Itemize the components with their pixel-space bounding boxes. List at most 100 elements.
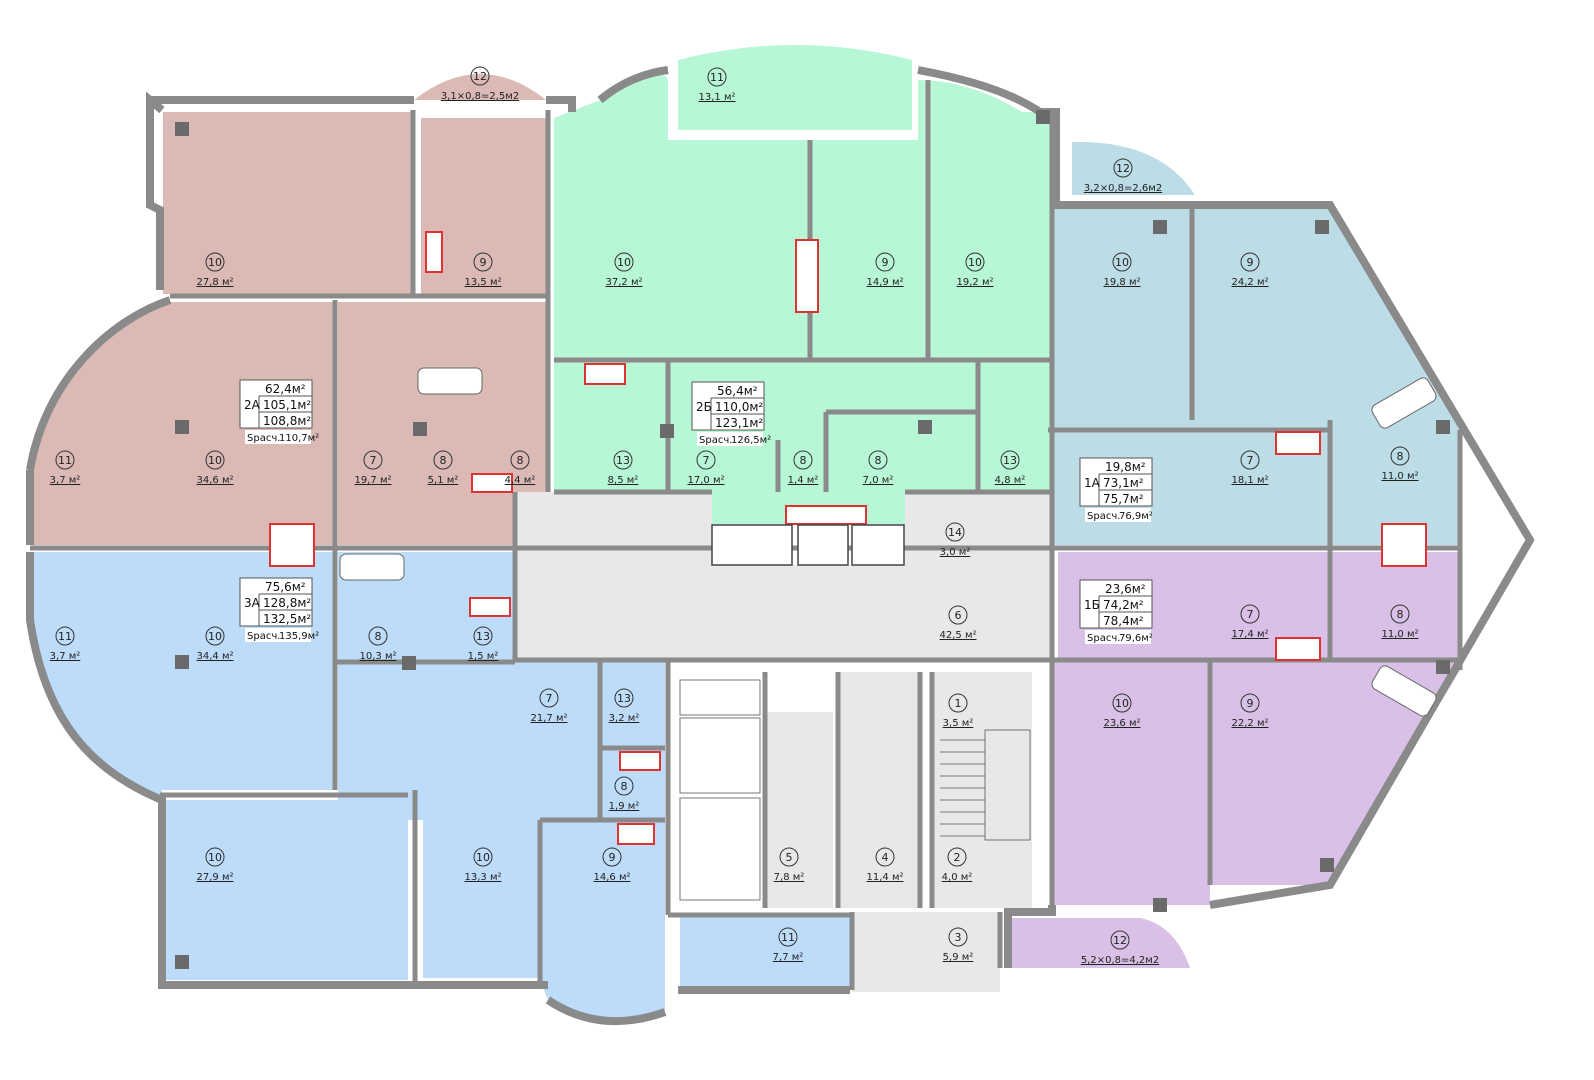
column-6 <box>1153 220 1167 234</box>
room-number: 8 <box>1397 608 1404 621</box>
room-number-circle <box>473 847 493 867</box>
room-number: 10 <box>208 256 222 269</box>
room-label-r2a-9: 913,5 м² <box>465 252 502 288</box>
room-number-circle <box>1240 252 1260 272</box>
apartment-calc-area: 110,7м² <box>279 433 319 444</box>
vent-shaft-11 <box>619 751 661 771</box>
vent-shaft-2 <box>795 239 819 313</box>
vent-shaft-3 <box>584 363 626 385</box>
room-label-c-2: 24,0 м² <box>942 847 973 883</box>
vent-shaft-4 <box>269 523 315 567</box>
room-number-circle <box>875 252 895 272</box>
apartment-living-area: 75,6м² <box>265 580 306 594</box>
room-number-circle <box>433 450 453 470</box>
column-5 <box>175 955 189 969</box>
apartment-calc-area: 126,5м² <box>731 435 771 446</box>
room-area: 4,0 м² <box>942 872 973 883</box>
room-area: 17,0 м² <box>688 475 725 486</box>
apartment-living-area: 19,8м² <box>1105 460 1146 474</box>
fill-room5 <box>765 712 833 908</box>
room-number-circle <box>602 847 622 867</box>
apartment-name: 3А <box>244 596 261 610</box>
room-number-circle <box>1112 252 1132 272</box>
fill-corridor <box>515 492 1052 660</box>
room-label-r2a-10a: 10 27,8 м² <box>197 252 234 288</box>
room-number-circle <box>473 626 493 646</box>
room-number-circle <box>1390 446 1410 466</box>
apartment-total-area: 74,2м² <box>1103 598 1144 612</box>
room-label-r2a-8a: 85,1 м² <box>428 450 458 486</box>
room-area: 1,4 м² <box>788 475 819 486</box>
room-number-circle <box>614 688 634 708</box>
room-number-circle <box>473 252 493 272</box>
apartment-box-frame <box>239 379 313 429</box>
room-number: 11 <box>58 454 72 467</box>
apartment-name: 2А <box>244 398 261 412</box>
room-number-circle <box>793 450 813 470</box>
room-label-c-5: 5 7,8 м² <box>774 847 805 883</box>
room-label-r2b-9: 914,9 м² <box>867 252 904 288</box>
room-number: 8 <box>517 454 524 467</box>
room-number-circle <box>875 847 895 867</box>
room-area: 5,9 м² <box>943 952 974 963</box>
room-number: 5 <box>786 851 793 864</box>
apartment-full-area: 123,1м² <box>715 416 763 430</box>
apartment-calc-label: Sрасч. <box>1087 633 1120 644</box>
room-number-circle <box>1240 693 1260 713</box>
room-area: 3,2×0,8=2,6м2 <box>1084 183 1162 194</box>
room-number-circle <box>205 847 225 867</box>
apartment-calc-area: 76,9м² <box>1119 511 1153 522</box>
fill-3a-room11 <box>680 915 850 990</box>
room-label-r1b-9: 922,2 м² <box>1232 693 1269 729</box>
room-label-r1a-8: 811,0 м² <box>1382 446 1419 482</box>
fill-2a-balcony <box>414 74 546 100</box>
room-number: 10 <box>1115 256 1129 269</box>
room-number: 7 <box>1247 608 1254 621</box>
room-label-r2a-7: 719,7 м² <box>355 450 392 486</box>
room-label-r2a-11: 113,7 м² <box>50 450 80 486</box>
room-area: 27,8 м² <box>197 277 234 288</box>
room-area: 19,2 м² <box>957 277 994 288</box>
room-number: 10 <box>617 256 631 269</box>
fixtures <box>175 110 1450 969</box>
apartment-full-area: 108,8м² <box>263 414 311 428</box>
room-number-circle <box>1240 450 1260 470</box>
room-label-r2b-8b: 8 7,0 м² <box>863 450 894 486</box>
room-number: 7 <box>370 454 377 467</box>
room-number-circle <box>55 450 75 470</box>
lift-shaft-1 <box>711 524 793 566</box>
apartment-name: 2Б <box>696 400 712 414</box>
room-number-circle <box>948 605 968 625</box>
room-number-circle <box>614 776 634 796</box>
room-area: 14,6 м² <box>594 872 631 883</box>
room-number: 10 <box>208 454 222 467</box>
room-number: 7 <box>546 692 553 705</box>
room-number-circle <box>1000 450 1020 470</box>
room-label-r2b-7: 717,0 м² <box>688 450 725 486</box>
room-area: 7,7 м² <box>773 952 804 963</box>
room-area: 7,0 м² <box>863 475 894 486</box>
room-number: 12 <box>1113 934 1127 947</box>
room-number-circle <box>1240 604 1260 624</box>
room-area: 7,8 м² <box>774 872 805 883</box>
room-number: 10 <box>476 851 490 864</box>
room-number-circle <box>945 522 965 542</box>
room-label-r3a-8a: 810,3 м² <box>360 626 397 662</box>
room-area: 42,5 м² <box>940 630 977 641</box>
room-area: 18,1 м² <box>1232 475 1269 486</box>
room-number-circle <box>1110 930 1130 950</box>
apartment-full-area: 78,4м² <box>1103 614 1144 628</box>
room-area: 19,8 м² <box>1104 277 1141 288</box>
room-number-circle <box>779 847 799 867</box>
room-number-circle <box>1113 158 1133 178</box>
room-number-circle <box>368 626 388 646</box>
room-number: 8 <box>875 454 882 467</box>
room-number: 7 <box>1247 454 1254 467</box>
